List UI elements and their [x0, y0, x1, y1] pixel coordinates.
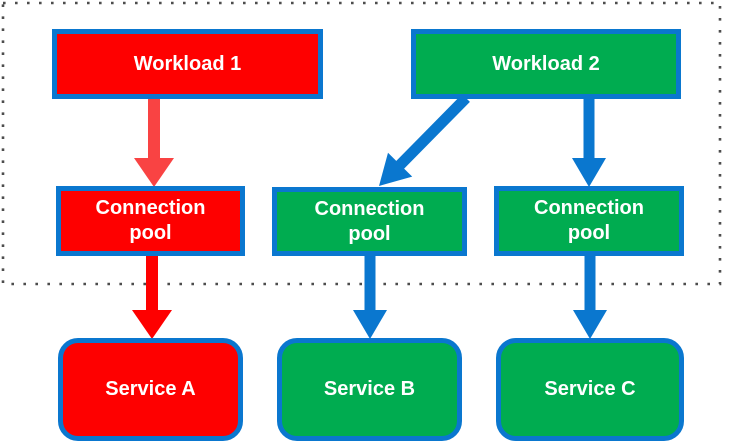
node-service-b: Service B — [277, 338, 462, 441]
node-connection-pool-2-label: Connection pool — [314, 197, 425, 245]
arrow-pool1-serviceA — [132, 256, 172, 339]
arrow-workload1-pool1 — [134, 99, 174, 187]
node-service-a-label: Service A — [105, 378, 196, 400]
arrow-workload2-pool3 — [572, 98, 606, 187]
node-connection-pool-1: Connection pool — [56, 186, 245, 256]
node-workload-2: Workload 2 — [411, 29, 681, 99]
node-connection-pool-2: Connection pool — [272, 187, 467, 256]
arrow-workload2-pool2 — [379, 94, 470, 186]
node-service-c: Service C — [496, 338, 684, 441]
node-service-a: Service A — [58, 338, 243, 441]
node-connection-pool-1-label: Connection pool — [95, 197, 206, 244]
node-workload-1: Workload 1 — [52, 29, 323, 99]
node-connection-pool-3-label: Connection pool — [534, 197, 644, 244]
dotted-boundary — [1, 1, 722, 286]
arrow-pool3-serviceC — [573, 256, 607, 339]
node-workload-1-label: Workload 1 — [133, 52, 242, 75]
node-service-c-label: Service C — [544, 378, 636, 400]
arrow-pool2-serviceB — [353, 256, 387, 339]
node-workload-2-label: Workload 2 — [492, 52, 600, 75]
node-service-b-label: Service B — [323, 378, 416, 400]
node-connection-pool-3: Connection pool — [494, 186, 684, 256]
